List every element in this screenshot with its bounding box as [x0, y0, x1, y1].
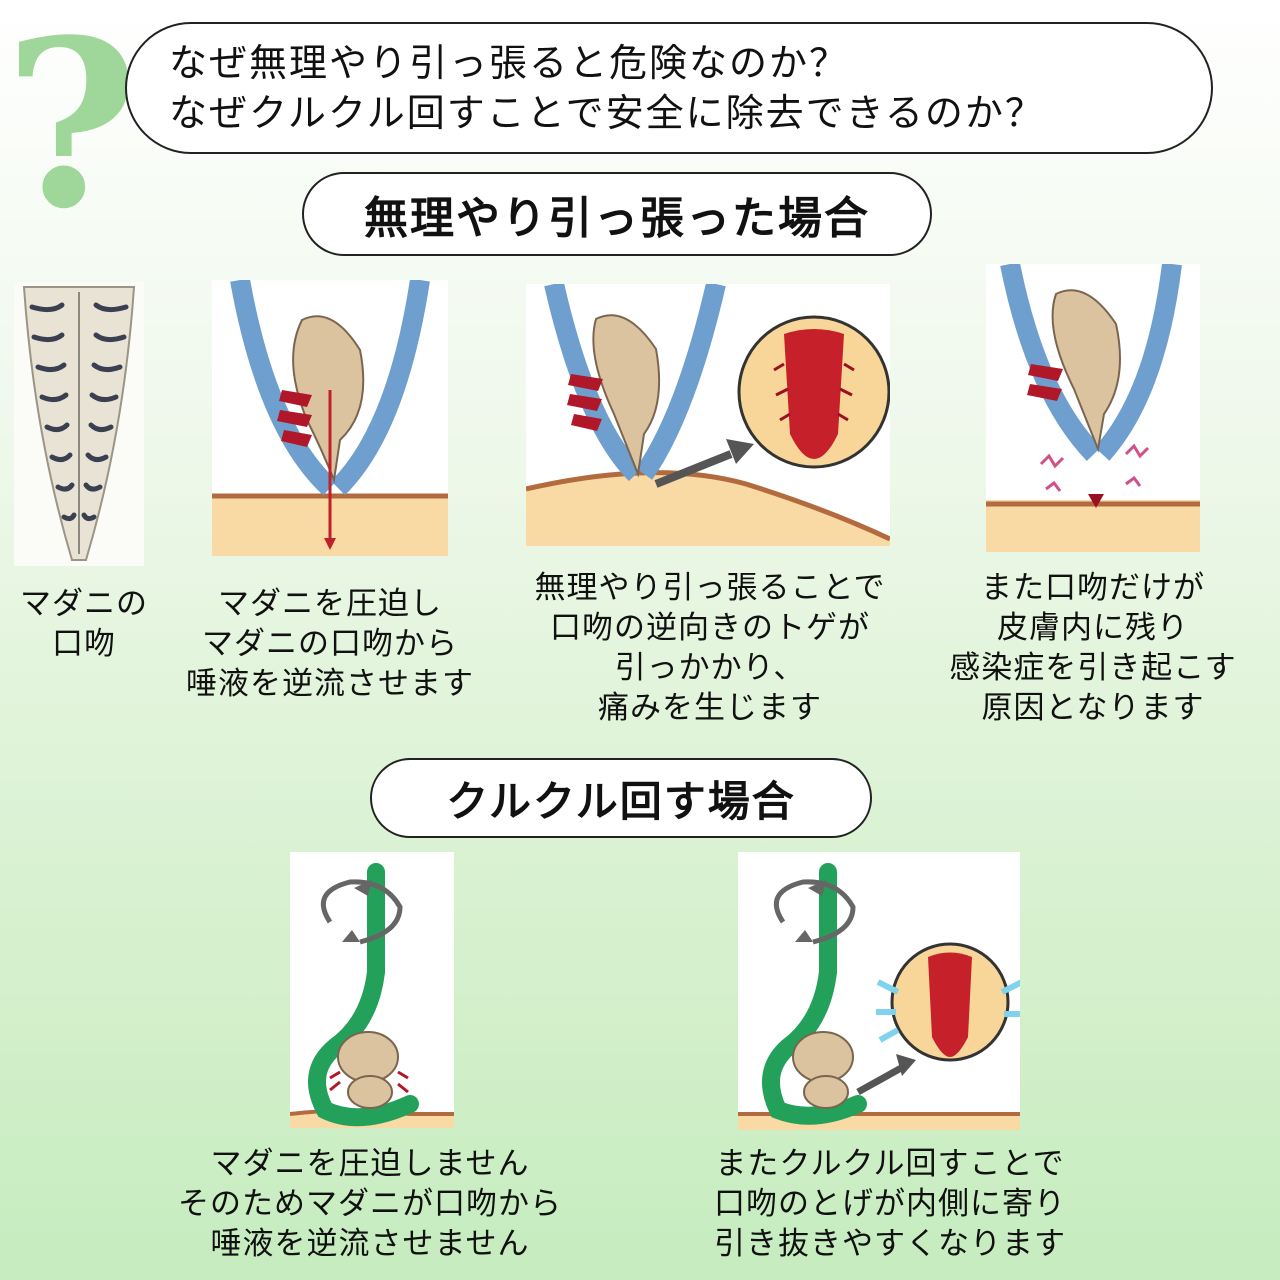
caption-twist-no-squeeze: マダニを圧迫しません そのためマダニが口吻から 唾液を逆流させません	[178, 1146, 562, 1262]
mouthpart-left-diagram-image	[986, 264, 1200, 552]
section-title-pull: 無理やり引っ張った場合	[302, 172, 932, 256]
header-line-1: なぜ無理やり引っ張ると危険なのか？	[169, 41, 850, 85]
caption-left-behind: また口吻だけが 皮膚内に残り 感染症を引き起こす 原因となります	[949, 570, 1237, 726]
squeeze-diagram-image	[212, 280, 448, 556]
twist-hook-diagram-image	[290, 852, 454, 1128]
section-title-twist: クルクル回す場合	[370, 758, 872, 838]
header-line-2: なぜクルクル回すことで安全に除去できるのか？	[169, 91, 1045, 135]
caption-twist-easy-remove: またクルクル回すことで 口吻のとげが内側に寄り 引き抜きやすくなります	[714, 1146, 1066, 1262]
header-question-box: なぜ無理やり引っ張ると危険なのか？ なぜクルクル回すことで安全に除去できるのか？	[125, 22, 1213, 154]
caption-barb-catch: 無理やり引っ張ることで 口吻の逆向きのトゲが 引っかかり、 痛みを生じます	[534, 570, 886, 726]
barb-catch-diagram-image	[526, 284, 890, 546]
caption-squeeze: マダニを圧迫し マダニの口吻から 唾液を逆流させます	[186, 586, 474, 702]
twist-barbs-folded-diagram-image	[738, 852, 1020, 1130]
caption-mouthpart: マダニの 口吻	[20, 586, 148, 662]
mouthpart-closeup-image	[14, 282, 144, 566]
question-mark-icon: ?	[4, 0, 139, 260]
